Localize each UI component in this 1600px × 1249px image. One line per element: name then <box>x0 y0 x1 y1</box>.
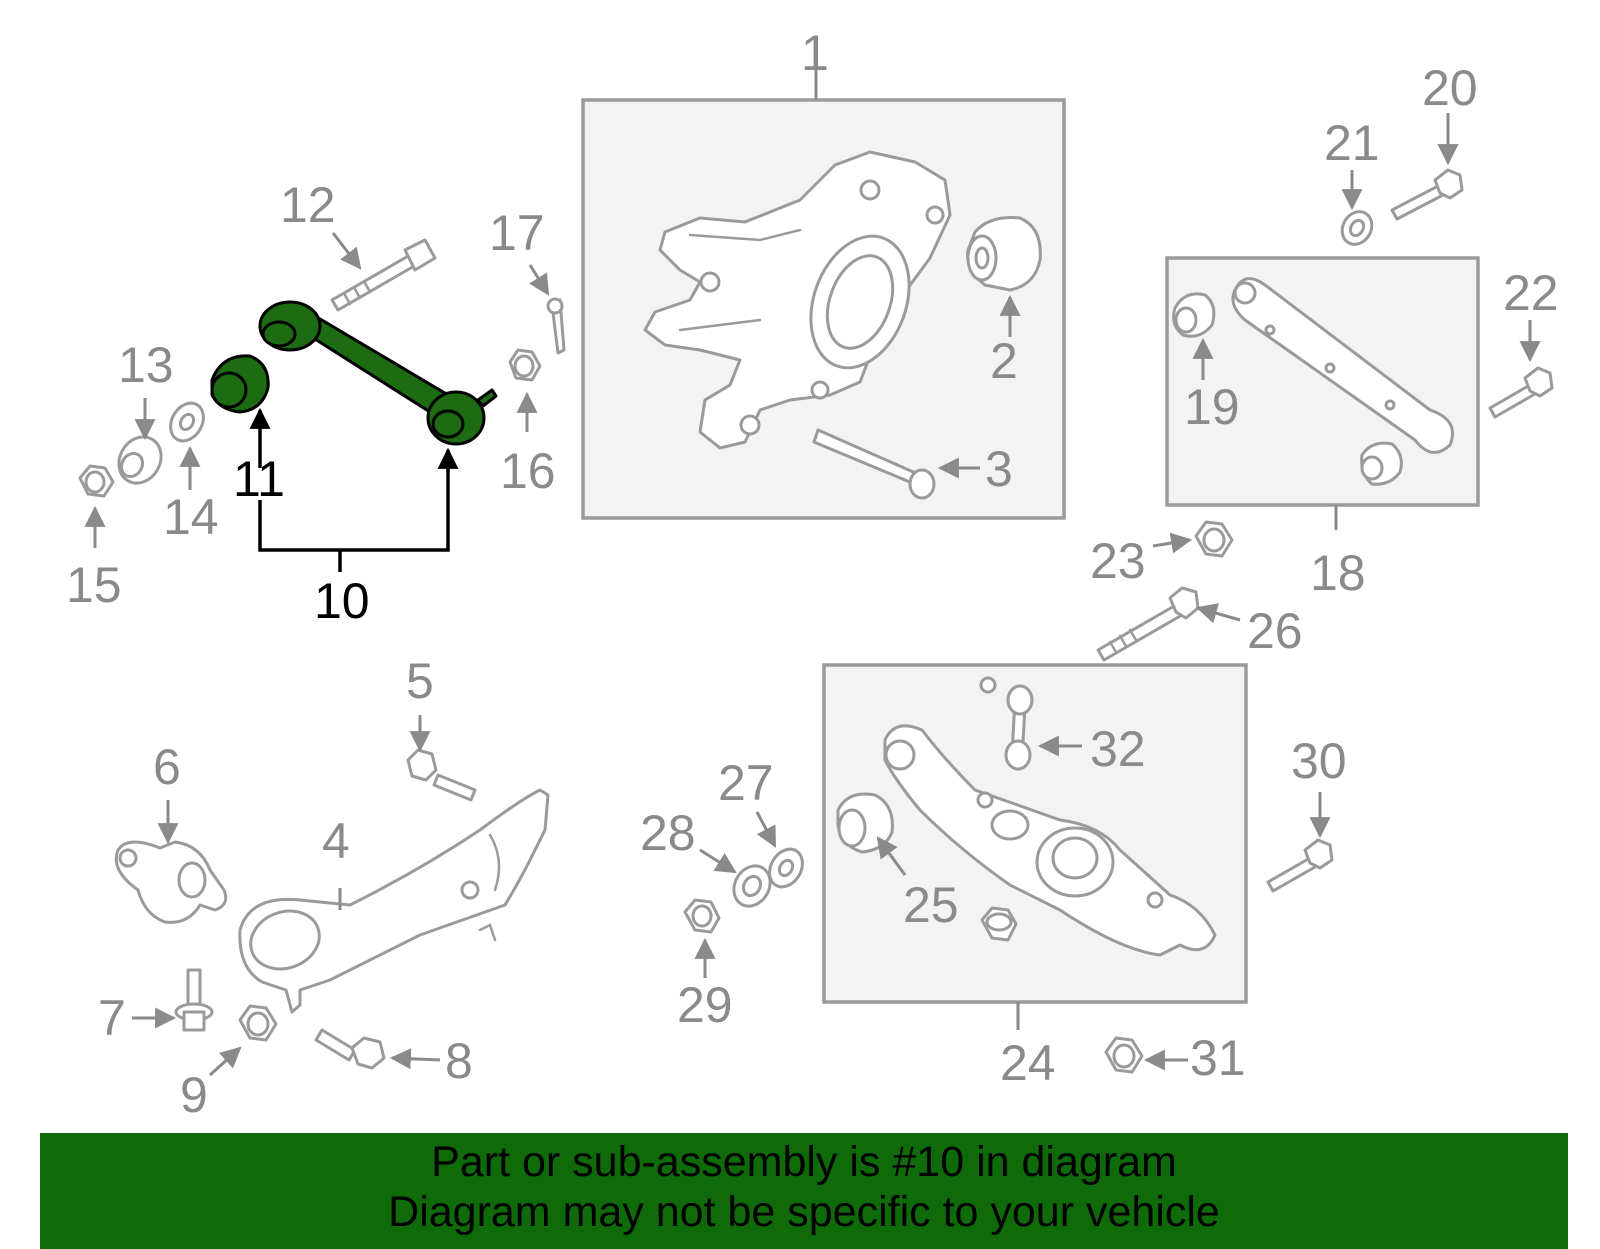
bushing-13 <box>117 435 163 485</box>
washer-27 <box>768 847 804 889</box>
callout-16: 16 <box>500 443 556 499</box>
callout-26: 26 <box>1247 603 1303 659</box>
callout-3: 3 <box>985 441 1013 497</box>
bushing-6 <box>114 840 228 924</box>
callout-20: 20 <box>1422 60 1478 116</box>
bushing-18b <box>1360 441 1403 486</box>
bolt-20 <box>1390 168 1464 221</box>
callout-14: 14 <box>163 489 219 545</box>
bushing-2 <box>966 216 1042 292</box>
callout-30: 30 <box>1291 733 1347 789</box>
upper-arm-group-box <box>1165 256 1480 507</box>
callout-23: 23 <box>1090 533 1146 589</box>
callout-19: 19 <box>1184 379 1240 435</box>
bushing-11 <box>210 354 270 414</box>
callout-12: 12 <box>280 177 336 233</box>
upper-arm-18 <box>1231 277 1454 454</box>
nut-23 <box>1194 520 1234 558</box>
callout-13: 13 <box>118 337 174 393</box>
callout-9: 9 <box>180 1067 208 1123</box>
callout-21: 21 <box>1324 115 1380 171</box>
cotter-pin-17 <box>546 297 566 355</box>
callout-7: 7 <box>98 990 126 1046</box>
nut-9 <box>238 1004 278 1042</box>
callout-15: 15 <box>66 557 122 613</box>
nut-24b <box>980 906 1018 942</box>
stabilizer-link-32 <box>979 676 1034 771</box>
lower-arm-24 <box>883 724 1217 957</box>
nut-29 <box>683 898 721 934</box>
callout-1: 1 <box>801 25 829 81</box>
callout-22: 22 <box>1503 265 1559 321</box>
callout-2: 2 <box>990 333 1018 389</box>
callout-5: 5 <box>406 653 434 709</box>
knuckle-part <box>643 150 952 450</box>
bushing-19 <box>1172 292 1216 338</box>
callout-6: 6 <box>153 739 181 795</box>
washer-21 <box>1340 210 1374 246</box>
callout-29: 29 <box>677 977 733 1033</box>
nut-15 <box>78 464 115 498</box>
bolt-3 <box>812 428 936 500</box>
info-banner: Part or sub-assembly is #10 in diagram D… <box>40 1133 1568 1249</box>
callout-28: 28 <box>640 805 696 861</box>
bolt-5 <box>406 748 477 802</box>
callout-10: 10 <box>314 573 370 629</box>
callout-24: 24 <box>1000 1035 1056 1091</box>
nut-16 <box>508 348 542 382</box>
trailing-arm-4 <box>238 788 550 1014</box>
nut-31 <box>1104 1036 1144 1074</box>
bushing-25 <box>836 792 894 854</box>
washer-28 <box>732 864 772 908</box>
lateral-arm-10 <box>258 300 498 446</box>
banner-line-2: Diagram may not be specific to your vehi… <box>388 1188 1220 1236</box>
washer-14 <box>169 401 205 443</box>
bolt-22 <box>1488 366 1554 419</box>
callout-32: 32 <box>1090 721 1146 777</box>
banner-line-1: Part or sub-assembly is #10 in diagram <box>431 1138 1177 1186</box>
bolt-8 <box>314 1028 386 1070</box>
bolt-7 <box>174 968 214 1032</box>
bolt-26 <box>1096 586 1200 662</box>
callout-25: 25 <box>903 877 959 933</box>
callout-11: 11 <box>233 451 285 507</box>
callout-4: 4 <box>322 813 350 869</box>
callout-27: 27 <box>718 755 774 811</box>
bolt-12 <box>330 238 437 312</box>
callout-8: 8 <box>445 1033 473 1089</box>
bolt-30 <box>1266 838 1334 893</box>
callout-18: 18 <box>1310 545 1366 601</box>
callout-17: 17 <box>489 205 545 261</box>
callout-31: 31 <box>1190 1030 1246 1086</box>
